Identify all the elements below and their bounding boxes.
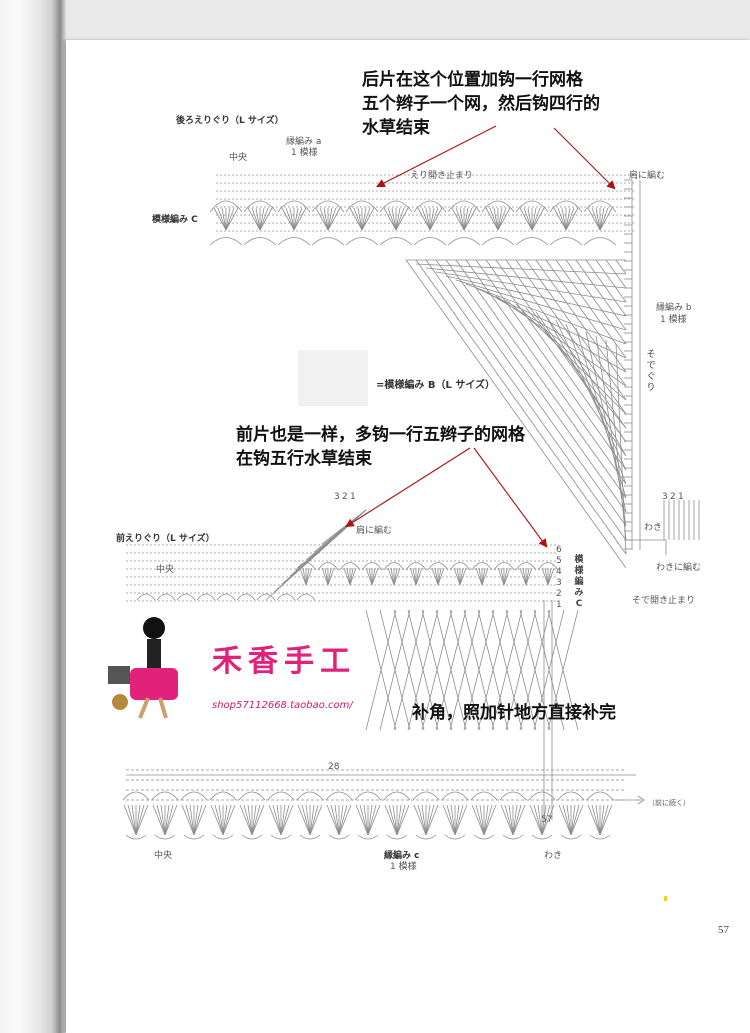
front-row-2: 2 xyxy=(342,492,348,502)
back-arrow-left xyxy=(376,125,497,187)
pattern-b-label: =模様編み B（L サイズ） xyxy=(376,380,496,391)
armhole-label: そでぐり xyxy=(646,350,656,393)
back-row-3: 3 xyxy=(662,492,668,502)
back-neck-title: 後ろえりぐり（L サイズ） xyxy=(176,116,284,126)
corner-annotation: 补角，照加针地方直接补完 xyxy=(412,703,616,723)
front-side-row-2: 2 xyxy=(556,589,562,599)
edge-c-label: 縁編み c xyxy=(384,851,420,861)
edge-b-repeat: 1 模様 xyxy=(660,315,687,325)
shop-logo: 禾香手工 shop57112668.taobao.com/ xyxy=(100,610,390,720)
front-arrow-left xyxy=(345,447,471,528)
page-number: 57 xyxy=(718,924,729,936)
hem-side-label: わき xyxy=(544,851,563,861)
annotation-arrows xyxy=(345,125,616,548)
front-side-row-4: 4 xyxy=(556,567,562,577)
hem-center-label: 中央 xyxy=(154,851,173,861)
front-center-label: 中央 xyxy=(156,565,175,575)
hem-row-num: 28 xyxy=(328,762,340,772)
back-arrow-right xyxy=(553,127,616,190)
front-annotation: 前片也是一样，多钩一行五辫子的网格 在钩五行水草结束 xyxy=(236,425,525,469)
edge-b-label: 縁編み b xyxy=(656,303,692,313)
girl-figure-icon xyxy=(108,617,178,719)
back-row-1: 1 xyxy=(678,492,684,502)
back-center-label: 中央 xyxy=(229,153,248,163)
front-side-row-5: 5 xyxy=(556,556,562,566)
crochet-diagram xyxy=(122,174,700,840)
front-neck-title: 前えりぐり（L サイズ） xyxy=(116,534,215,544)
back-annotation: 后片在这个位置加钩一行网格 五个辫子一个网，然后钩四行的 水草结束 xyxy=(362,70,600,138)
side-label: わき xyxy=(644,523,663,533)
edge-c-repeat: 1 模様 xyxy=(390,862,417,872)
front-side-row-3: 3 xyxy=(556,578,562,588)
front-side-row-6: 6 xyxy=(556,545,562,555)
hem-side-num: 57 xyxy=(541,815,553,825)
back-row-2: 2 xyxy=(670,492,676,502)
edge-a-repeat: 1 模様 xyxy=(291,148,318,158)
pattern-b-swatch xyxy=(298,350,368,406)
sleeve-open-stop-label: そで開き止まり xyxy=(632,596,696,606)
front-arrow-right xyxy=(473,447,548,548)
shop-name: 禾香手工 xyxy=(212,644,356,679)
book-spine xyxy=(0,0,66,1033)
yellow-mark xyxy=(664,896,667,901)
edge-a-label: 縁編み a xyxy=(286,137,322,147)
side-knit-label: わきに編む xyxy=(656,563,702,573)
front-shoulder-label: 肩に編む xyxy=(356,526,393,536)
shoulder-knit-label: 肩に編む xyxy=(629,171,666,181)
front-row-3: 3 xyxy=(334,492,340,502)
hem-arrow-label: （前に続く） xyxy=(648,799,690,807)
front-side-row-1: 1 xyxy=(556,600,562,610)
front-pattern-c-label: 模様編み C xyxy=(574,555,584,609)
front-row-1: 1 xyxy=(350,492,356,502)
back-pattern-c-label: 模様編み C xyxy=(152,215,198,225)
page: 後ろえりぐり（L サイズ） 縁編み a 1 模様 中央 えり開き止まり 模様編み… xyxy=(66,40,750,1033)
shop-url: shop57112668.taobao.com/ xyxy=(212,700,353,711)
neck-open-stop-label: えり開き止まり xyxy=(410,171,474,181)
